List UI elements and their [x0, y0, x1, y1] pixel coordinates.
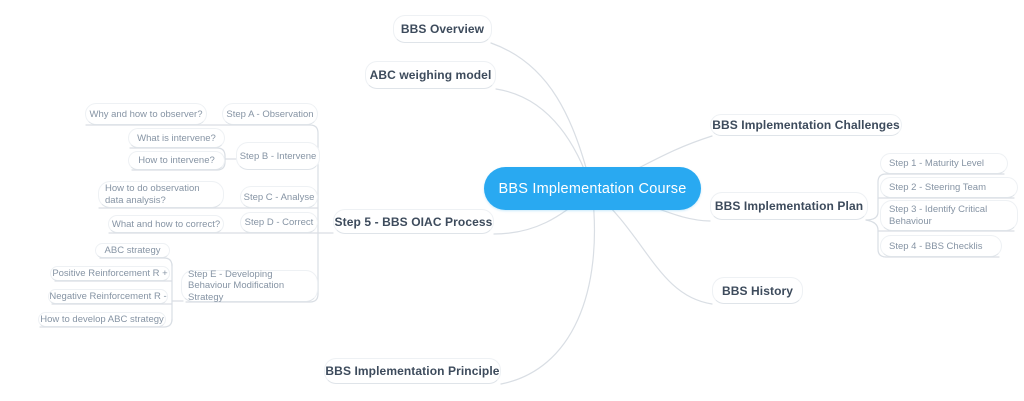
oiac-step-c-analyse[interactable]: Step C - Analyse — [240, 186, 318, 208]
leaf-what-is-intervene[interactable]: What is intervene? — [128, 128, 225, 148]
oiac-step-e-developing-strategy[interactable]: Step E - Developing Behaviour Modificati… — [181, 269, 318, 303]
plan-step-2[interactable]: Step 2 - Steering Team — [880, 177, 1018, 198]
topic-bbs-history[interactable]: BBS History — [712, 277, 803, 304]
leaf-how-to-intervene[interactable]: How to intervene? — [128, 151, 225, 170]
leaf-abc-strategy[interactable]: ABC strategy — [95, 243, 170, 258]
plan-step-1[interactable]: Step 1 - Maturity Level — [880, 153, 1008, 174]
topic-abc-weighing-model[interactable]: ABC weighing model — [365, 61, 496, 89]
topic-bbs-implementation-challenges[interactable]: BBS Implementation Challenges — [710, 114, 902, 136]
oiac-step-b-intervene[interactable]: Step B - Intervene — [236, 142, 320, 170]
topic-bbs-overview[interactable]: BBS Overview — [393, 15, 492, 43]
oiac-step-d-correct[interactable]: Step D - Correct — [240, 212, 318, 233]
central-topic[interactable]: BBS Implementation Course — [484, 167, 701, 210]
oiac-step-a-observation[interactable]: Step A - Observation — [222, 103, 318, 125]
leaf-how-develop-abc-strategy[interactable]: How to develop ABC strategy — [38, 312, 166, 327]
plan-step-4[interactable]: Step 4 - BBS Checklis — [880, 235, 1002, 257]
leaf-positive-reinforcement[interactable]: Positive Reinforcement R + — [50, 266, 170, 281]
leaf-what-how-correct[interactable]: What and how to correct? — [108, 215, 224, 233]
plan-step-3[interactable]: Step 3 - Identify Critical Behaviour — [880, 200, 1018, 231]
topic-bbs-implementation-plan[interactable]: BBS Implementation Plan — [710, 192, 868, 220]
leaf-why-how-observe[interactable]: Why and how to observer? — [85, 103, 207, 125]
topic-step5-bbs-oiac-process[interactable]: Step 5 - BBS OIAC Process — [333, 209, 494, 234]
leaf-observation-data-analysis[interactable]: How to do observation data analysis? — [98, 181, 224, 208]
leaf-negative-reinforcement[interactable]: Negative Reinforcement R - — [48, 289, 168, 304]
topic-bbs-implementation-principle[interactable]: BBS Implementation Principle — [324, 358, 501, 384]
